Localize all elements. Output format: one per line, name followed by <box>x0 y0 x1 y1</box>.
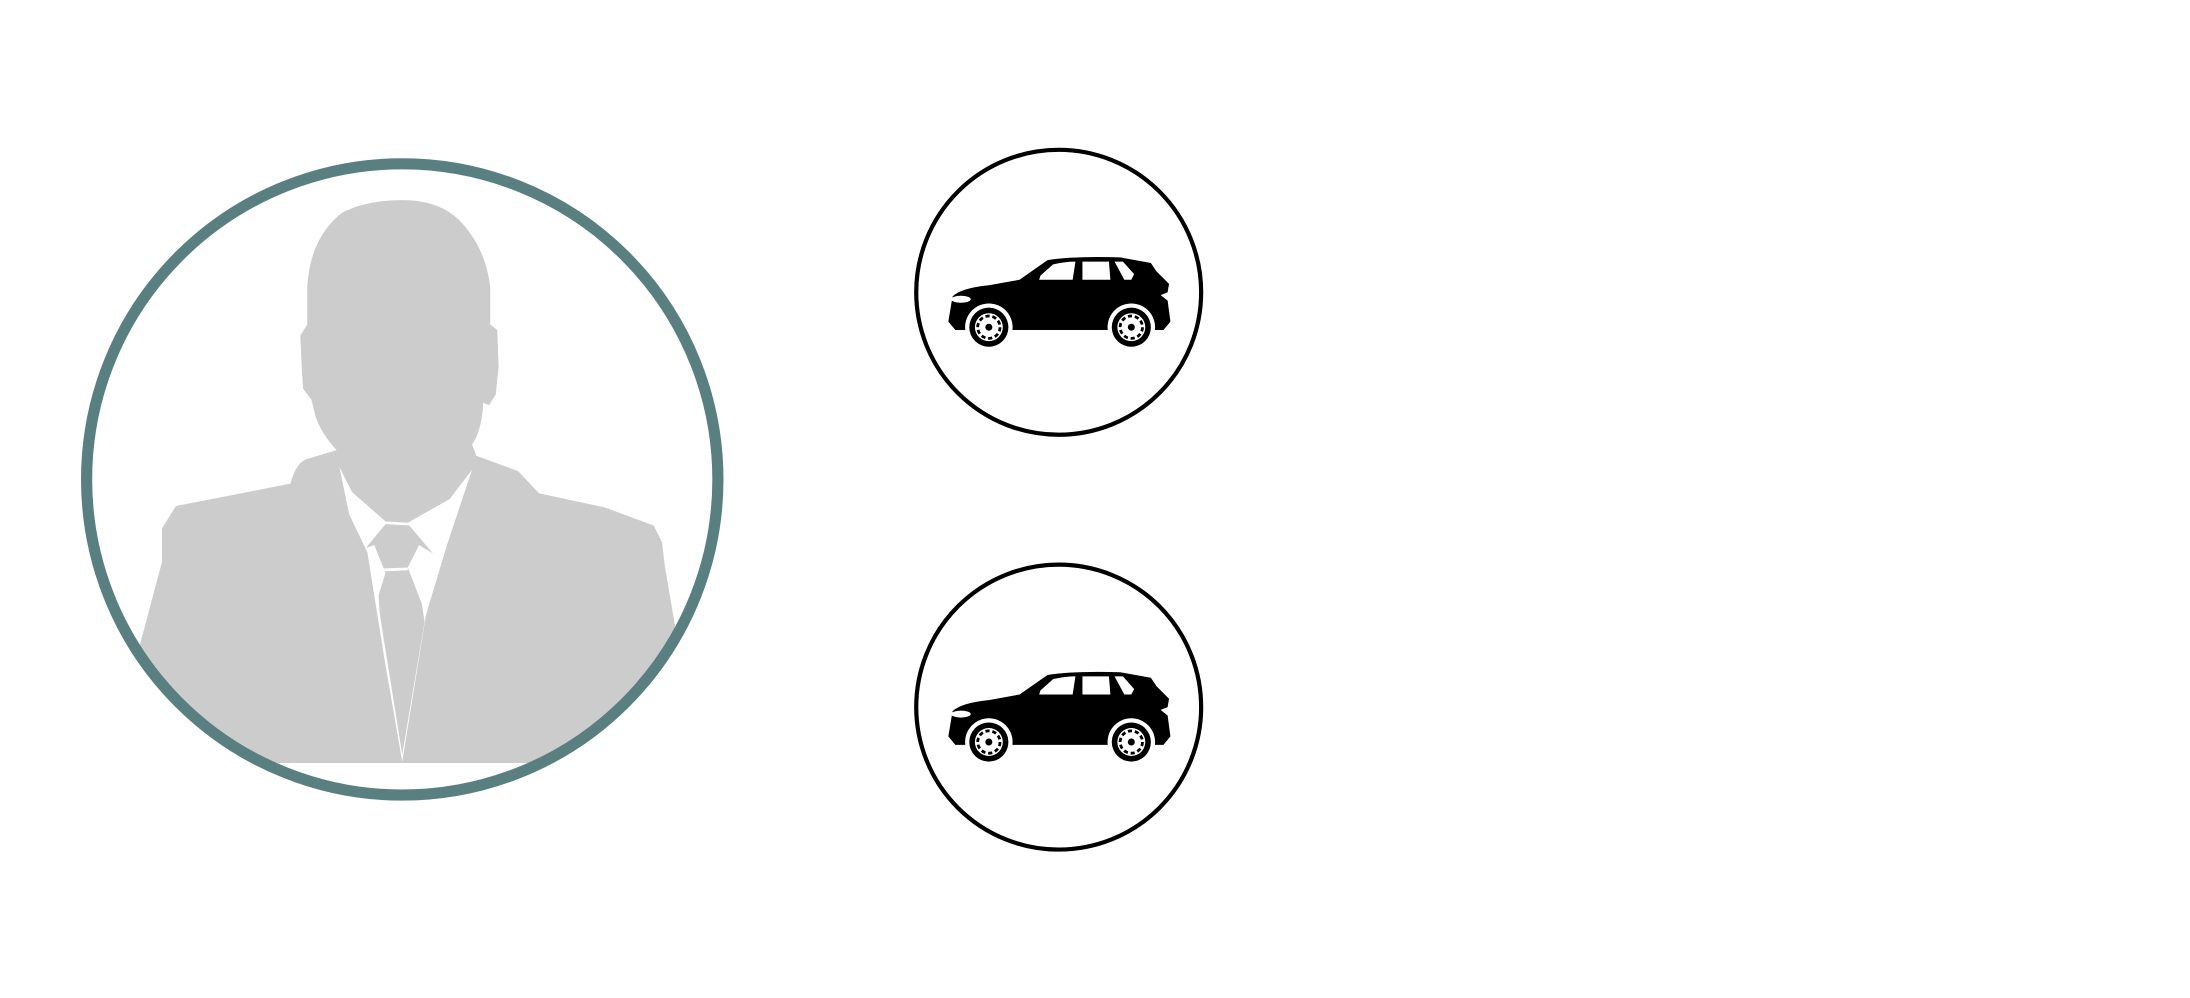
person-silhouette-icon <box>89 200 699 763</box>
vehicle-badge-1 <box>914 147 1204 437</box>
avatar-ring <box>81 158 724 801</box>
avatar <box>81 158 724 801</box>
vehicle-badge-2 <box>914 562 1204 852</box>
